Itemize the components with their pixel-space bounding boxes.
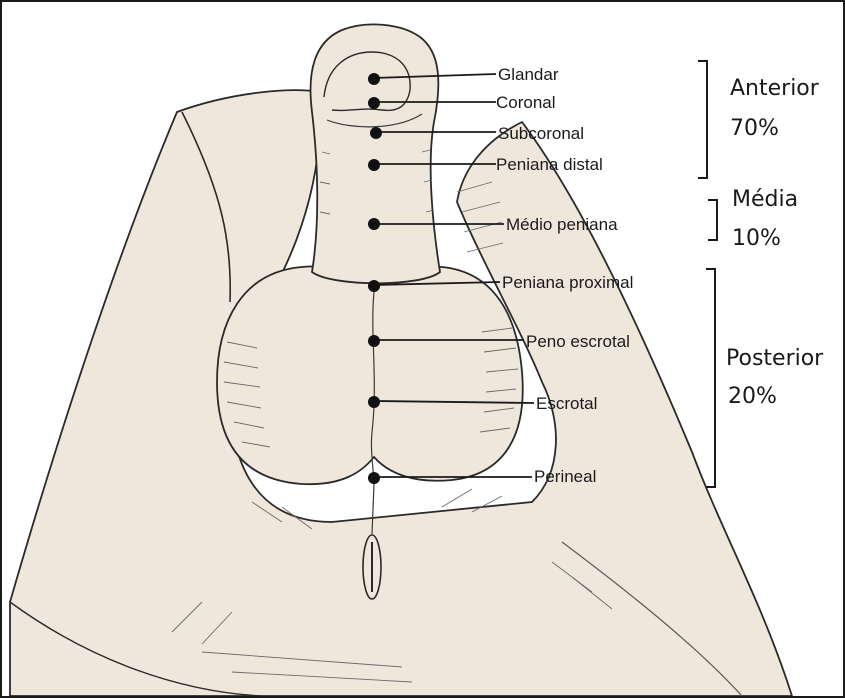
group-anterior-percent: 70% bbox=[730, 118, 779, 140]
label-subcoronal: Subcoronal bbox=[498, 125, 584, 142]
marker-dot bbox=[368, 218, 380, 230]
marker-dot bbox=[368, 335, 380, 347]
bracket-posterior bbox=[706, 268, 716, 488]
label-escrotal: Escrotal bbox=[536, 395, 597, 412]
bracket-media bbox=[708, 199, 718, 241]
label-medio-peniana: Médio peniana bbox=[506, 216, 618, 233]
label-glandar: Glandar bbox=[498, 66, 558, 83]
bracket-anterior bbox=[698, 60, 708, 179]
group-media-percent: 10% bbox=[732, 228, 781, 250]
marker-dot bbox=[368, 396, 380, 408]
marker-dot bbox=[368, 280, 380, 292]
group-posterior-percent: 20% bbox=[728, 386, 777, 408]
label-peniana-proximal: Peniana proximal bbox=[502, 274, 633, 291]
marker-dot bbox=[368, 472, 380, 484]
label-perineal: Perineal bbox=[534, 468, 596, 485]
label-coronal: Coronal bbox=[496, 94, 556, 111]
group-media-name: Média bbox=[732, 189, 798, 211]
scrotum bbox=[217, 266, 523, 484]
label-peno-escrotal: Peno escrotal bbox=[526, 333, 630, 350]
group-posterior-name: Posterior bbox=[726, 348, 823, 370]
group-anterior-name: Anterior bbox=[730, 78, 819, 100]
marker-dot bbox=[368, 159, 380, 171]
marker-dot bbox=[368, 73, 380, 85]
label-peniana-distal: Peniana distal bbox=[496, 156, 603, 173]
marker-dot bbox=[368, 97, 380, 109]
marker-dot bbox=[370, 127, 382, 139]
